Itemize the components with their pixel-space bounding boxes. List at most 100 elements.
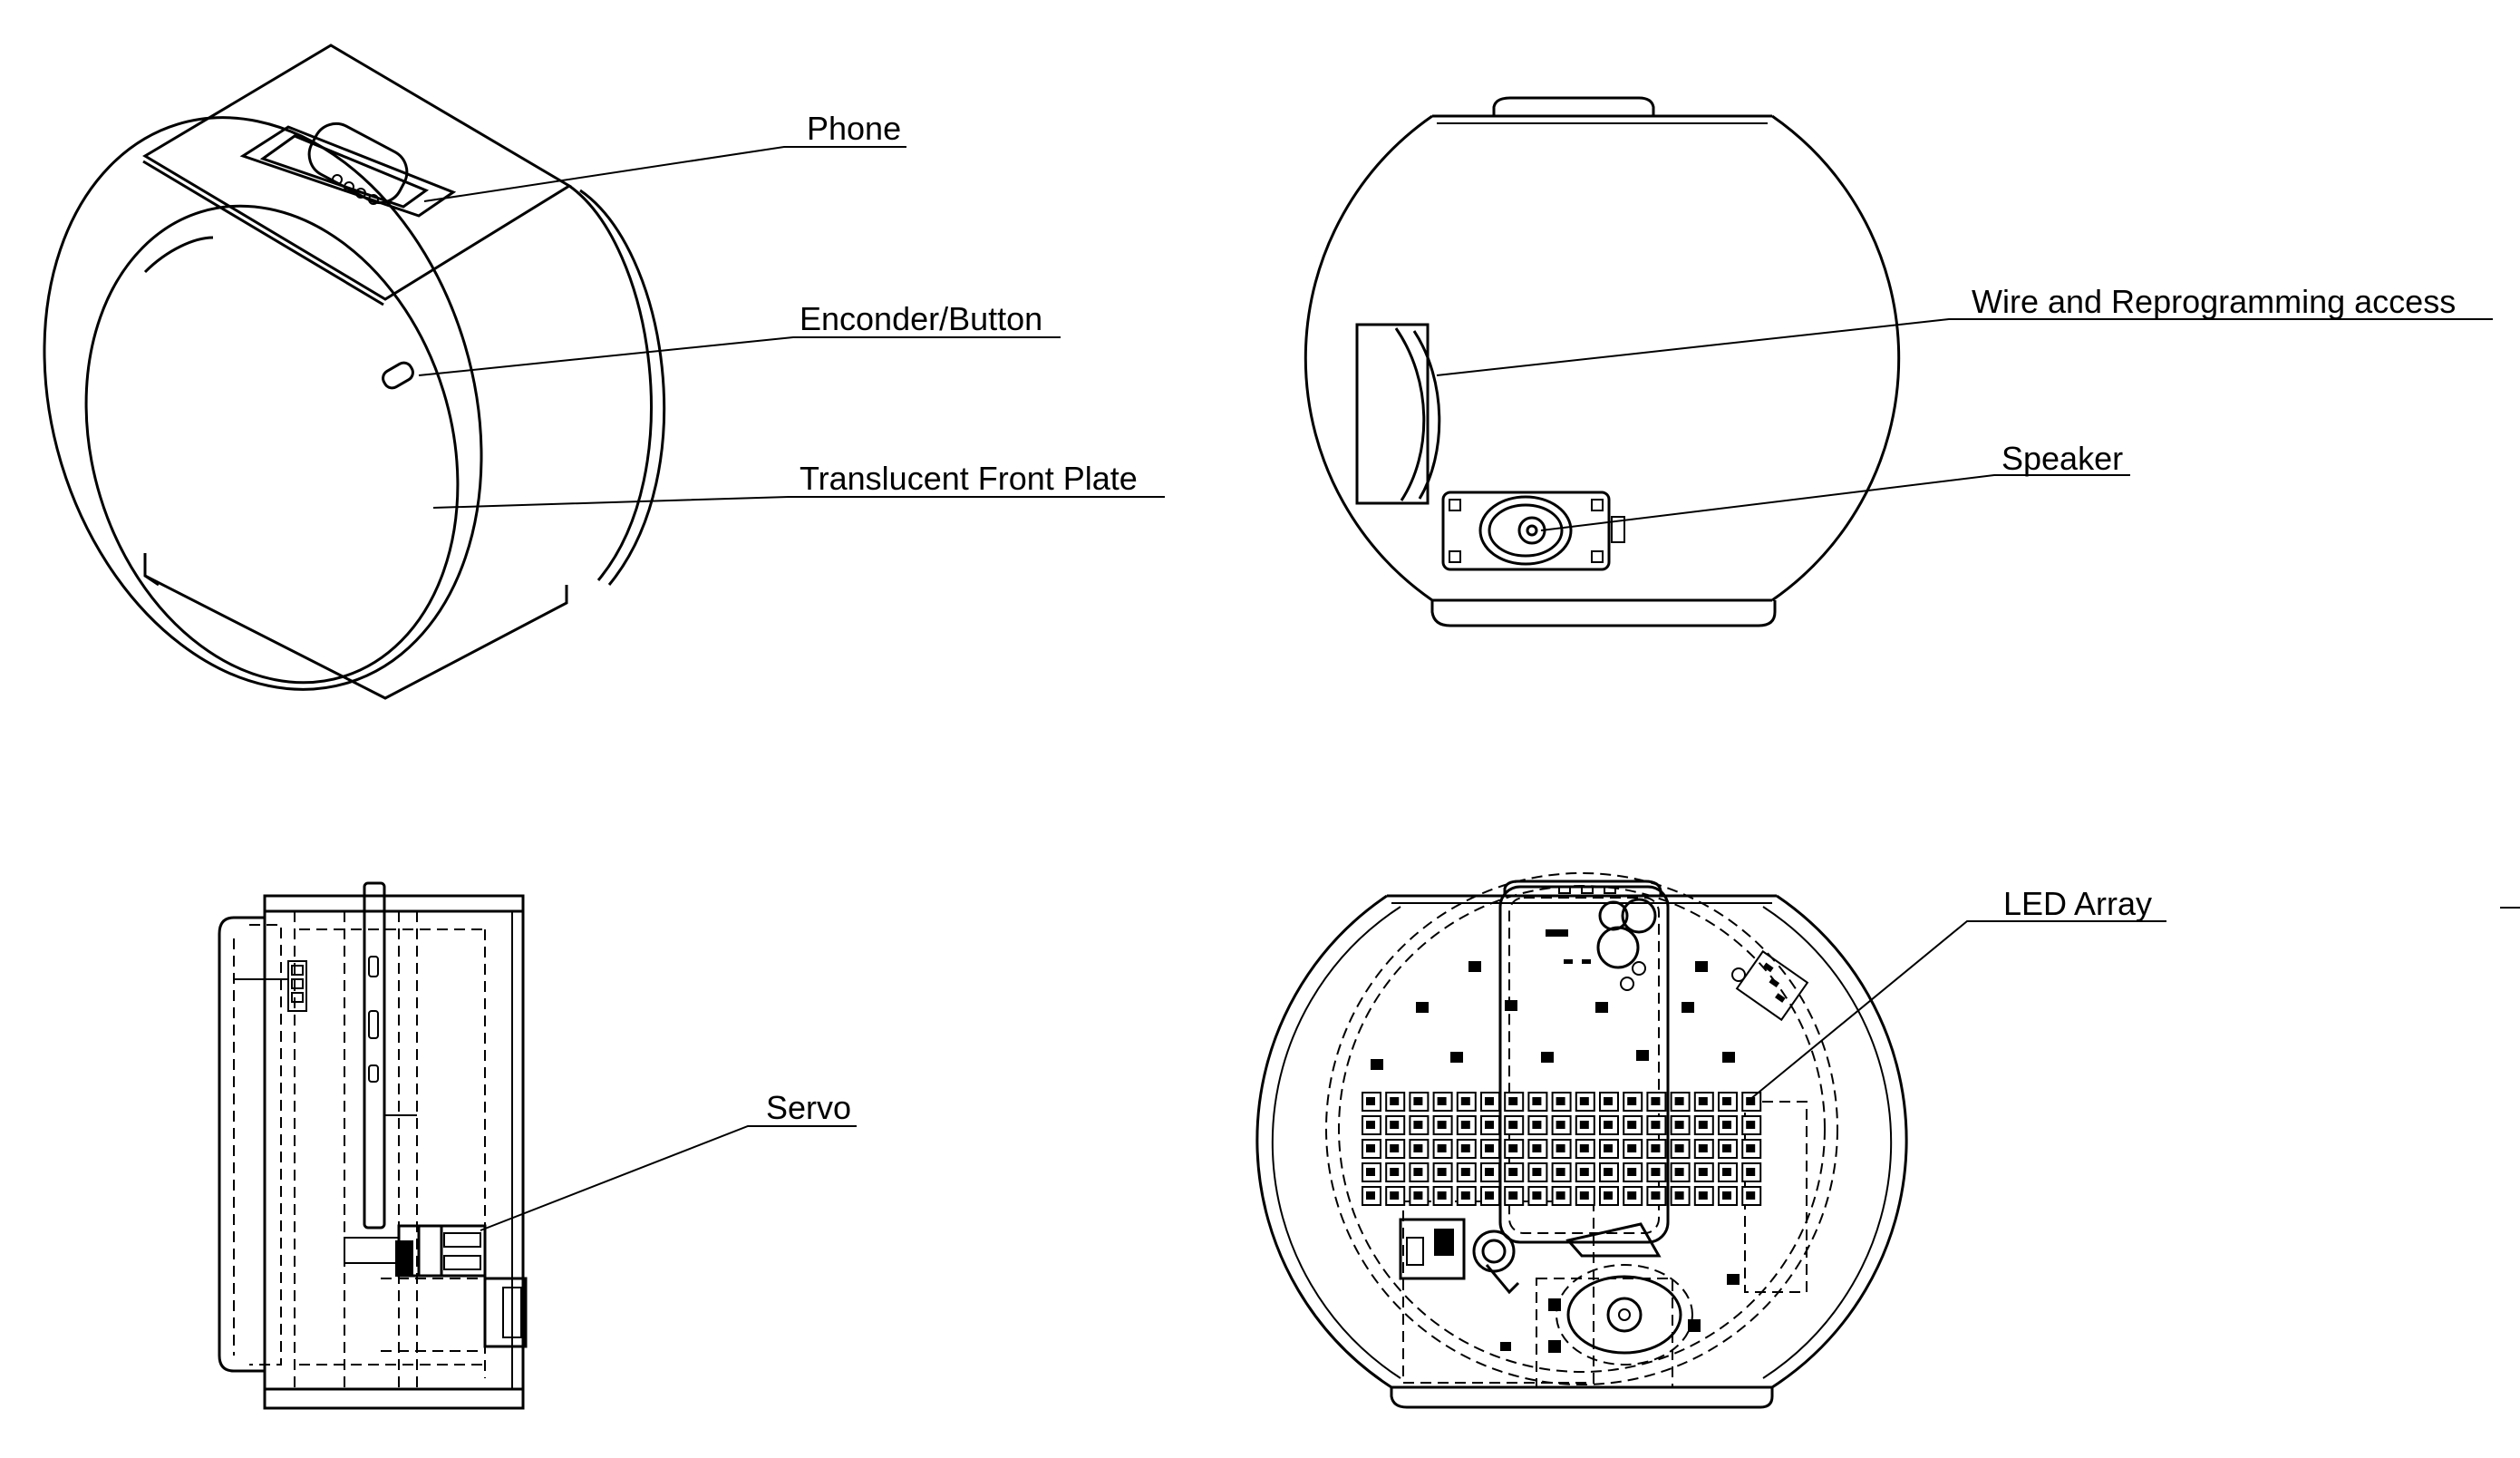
label-encoder: Enconder/Button <box>800 300 1042 337</box>
led-die <box>1413 1168 1423 1176</box>
led-die <box>1579 1144 1589 1152</box>
led-die <box>1413 1121 1423 1129</box>
isometric-view <box>43 44 665 700</box>
encoder-knob <box>382 361 414 390</box>
led-die <box>1698 1168 1708 1176</box>
led-die <box>1437 1191 1447 1200</box>
led-die <box>1460 1121 1470 1129</box>
led-die <box>1627 1121 1637 1129</box>
back-view <box>1304 96 1901 627</box>
led-die <box>1627 1191 1637 1200</box>
led-die <box>1390 1168 1400 1176</box>
led-die <box>1556 1144 1565 1152</box>
led-die <box>1674 1168 1684 1176</box>
led-die <box>1604 1191 1613 1200</box>
led-die <box>1413 1144 1423 1152</box>
led-die <box>1746 1168 1756 1176</box>
led-die <box>1604 1144 1613 1152</box>
led-die <box>1746 1144 1756 1152</box>
led-die <box>1508 1191 1518 1200</box>
led-die <box>1722 1097 1731 1105</box>
led-die <box>1508 1144 1518 1152</box>
led-die <box>1366 1097 1375 1105</box>
led-die <box>1532 1144 1542 1152</box>
led-die <box>1604 1168 1613 1176</box>
led-die <box>1722 1121 1731 1129</box>
led-die <box>1674 1144 1684 1152</box>
led-die <box>1366 1168 1375 1176</box>
led-die <box>1366 1191 1375 1200</box>
led-die <box>1627 1097 1637 1105</box>
led-die <box>1674 1097 1684 1105</box>
led-die <box>1508 1121 1518 1129</box>
led-die <box>1390 1097 1400 1105</box>
speaker <box>1441 491 1625 571</box>
led-die <box>1556 1191 1565 1200</box>
led-die <box>1579 1168 1589 1176</box>
led-die <box>1485 1144 1494 1152</box>
led-die <box>1651 1168 1661 1176</box>
led-die <box>1651 1121 1661 1129</box>
led-die <box>1698 1121 1708 1129</box>
led-die <box>1604 1121 1613 1129</box>
led-die <box>1390 1191 1400 1200</box>
led-die <box>1485 1191 1494 1200</box>
led-die <box>1485 1168 1494 1176</box>
led-die <box>1579 1191 1589 1200</box>
led-die <box>1437 1097 1447 1105</box>
led-die <box>1532 1121 1542 1129</box>
led-die <box>1460 1144 1470 1152</box>
phone-outline <box>1498 885 1670 1244</box>
front-section-view <box>1255 872 1908 1409</box>
led-die <box>1485 1097 1494 1105</box>
led-die <box>1722 1168 1731 1176</box>
led-die <box>1651 1097 1661 1105</box>
led-die <box>1579 1121 1589 1129</box>
led-die <box>1485 1121 1494 1129</box>
led-die <box>1746 1121 1756 1129</box>
led-die <box>1674 1191 1684 1200</box>
led-die <box>1413 1097 1423 1105</box>
led-die <box>1698 1191 1708 1200</box>
label-front-plate: Translucent Front Plate <box>800 460 1138 497</box>
led-die <box>1437 1144 1447 1152</box>
led-die <box>1532 1191 1542 1200</box>
led-die <box>1508 1168 1518 1176</box>
led-die <box>1460 1168 1470 1176</box>
led-die <box>1437 1121 1447 1129</box>
led-die <box>1579 1097 1589 1105</box>
led-die <box>1698 1097 1708 1105</box>
servo <box>344 1224 528 1352</box>
led-die <box>1508 1097 1518 1105</box>
led-die <box>1556 1097 1565 1105</box>
label-phone: Phone <box>807 110 901 147</box>
led-die <box>1722 1191 1731 1200</box>
led-die <box>1532 1097 1542 1105</box>
led-die <box>1390 1121 1400 1129</box>
led-die <box>1460 1191 1470 1200</box>
label-speaker: Speaker <box>2001 440 2123 477</box>
led-die <box>1460 1097 1470 1105</box>
side-view <box>218 881 528 1410</box>
led-die <box>1556 1168 1565 1176</box>
led-die <box>1556 1121 1565 1129</box>
label-led-array: LED Array <box>2003 885 2152 922</box>
led-die <box>1532 1168 1542 1176</box>
led-die <box>1390 1144 1400 1152</box>
led-die <box>1366 1144 1375 1152</box>
connector-top-right <box>1731 949 1809 1022</box>
label-servo: Servo <box>766 1089 851 1126</box>
led-die <box>1651 1144 1661 1152</box>
led-die <box>1627 1144 1637 1152</box>
led-die <box>1651 1191 1661 1200</box>
access-window <box>1355 323 1430 505</box>
phone-slot <box>239 122 457 218</box>
led-array <box>1362 1092 1762 1206</box>
led-die <box>1722 1144 1731 1152</box>
led-die <box>1698 1144 1708 1152</box>
led-die <box>1746 1191 1756 1200</box>
led-die <box>1746 1097 1756 1105</box>
label-wire-access: Wire and Reprogramming access <box>1972 283 2456 320</box>
led-die <box>1413 1191 1423 1200</box>
